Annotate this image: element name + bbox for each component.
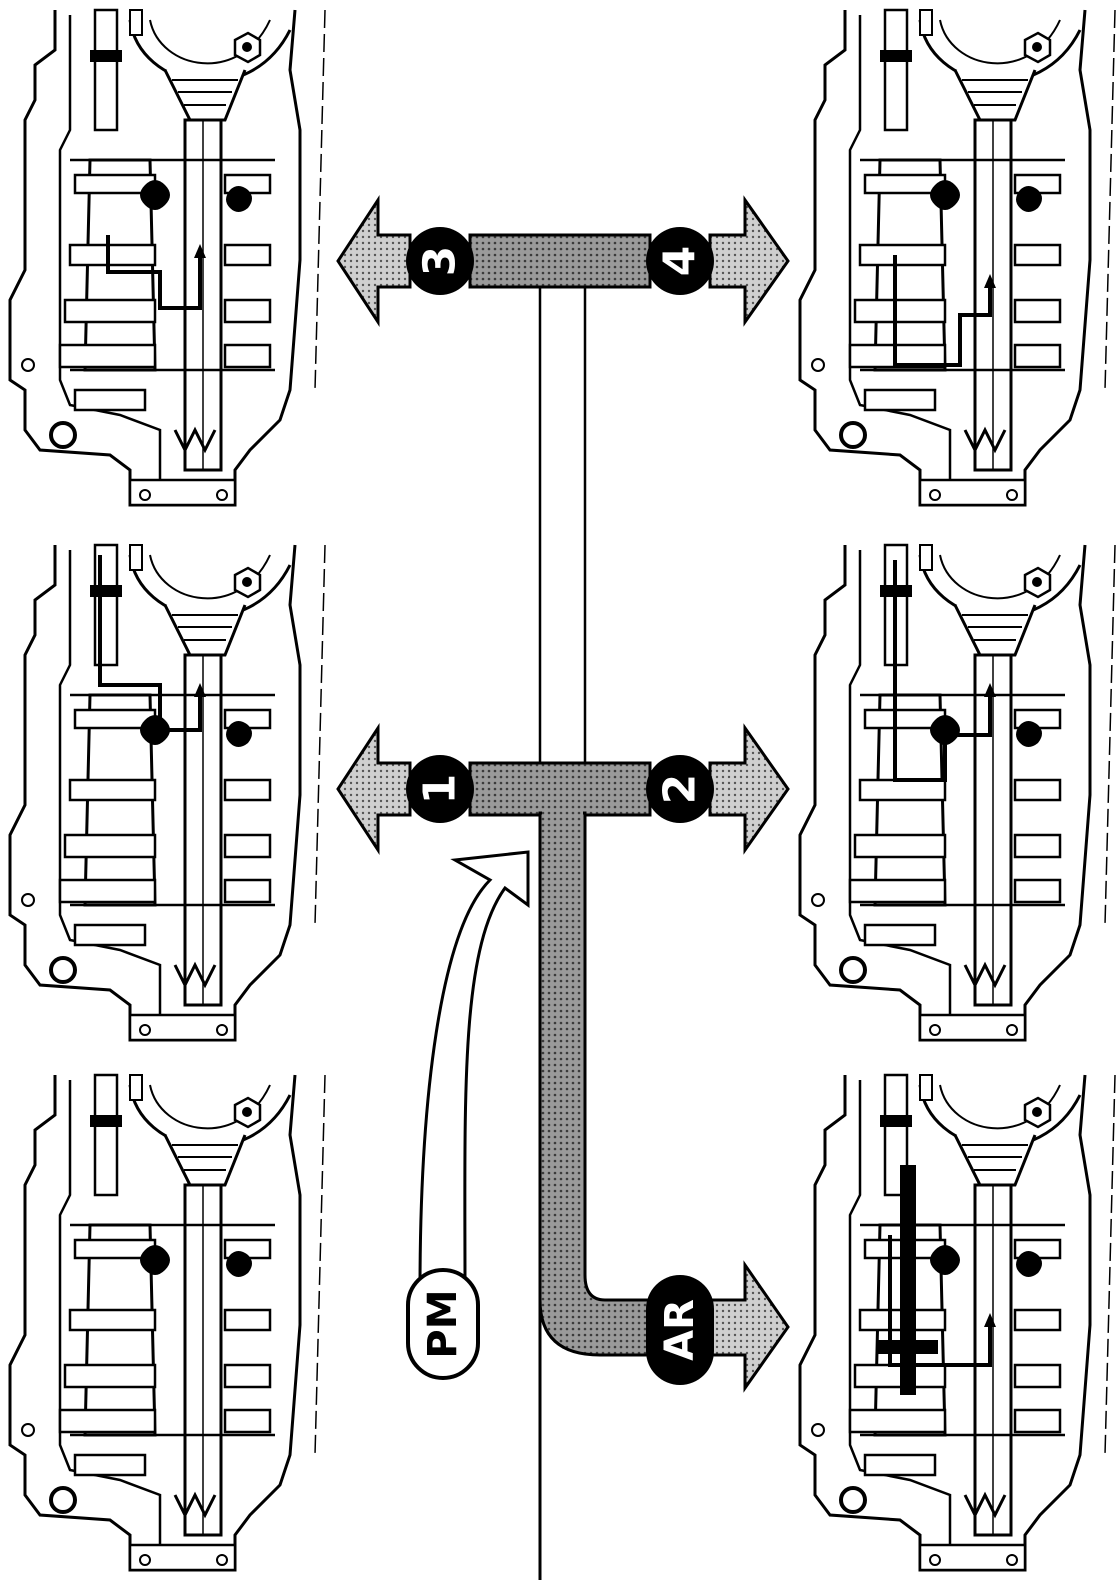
gearbox-neutral <box>8 1073 327 1572</box>
svg-text:3: 3 <box>415 246 466 277</box>
gear-badge-1: 1 <box>406 755 474 823</box>
neutral-curved-arrow <box>418 850 530 1292</box>
gearbox-fourth-gear <box>798 8 1117 507</box>
gearbox-second-gear <box>798 543 1117 1042</box>
gear-badge-3: 3 <box>406 227 474 295</box>
neutral-indicator: PM <box>406 850 530 1380</box>
svg-text:2: 2 <box>655 774 706 805</box>
arrow-right-4 <box>708 195 790 327</box>
gearbox-third-gear <box>8 8 327 507</box>
gate-bar-3-4 <box>468 233 652 289</box>
shift-gate: 3 4 1 2 AR <box>336 194 790 1580</box>
arrow-right-2 <box>708 723 790 855</box>
gear-badge-reverse: AR <box>646 1275 714 1385</box>
svg-text:4: 4 <box>655 246 706 277</box>
svg-text:PM: PM <box>420 1289 466 1358</box>
neutral-badge: PM <box>406 1268 480 1380</box>
gear-badge-4: 4 <box>646 227 714 295</box>
gate-stem-reverse <box>538 811 662 1580</box>
gearbox-first-gear <box>8 543 327 1042</box>
svg-text:1: 1 <box>415 774 466 805</box>
arrow-left-3 <box>336 194 412 328</box>
gear-badge-2: 2 <box>646 755 714 823</box>
arrow-left-1 <box>336 722 412 856</box>
svg-text:AR: AR <box>657 1299 703 1361</box>
gate-bar-1-2 <box>468 761 652 817</box>
gearbox-reverse <box>798 1073 1117 1572</box>
arrow-right-reverse <box>708 1260 790 1393</box>
